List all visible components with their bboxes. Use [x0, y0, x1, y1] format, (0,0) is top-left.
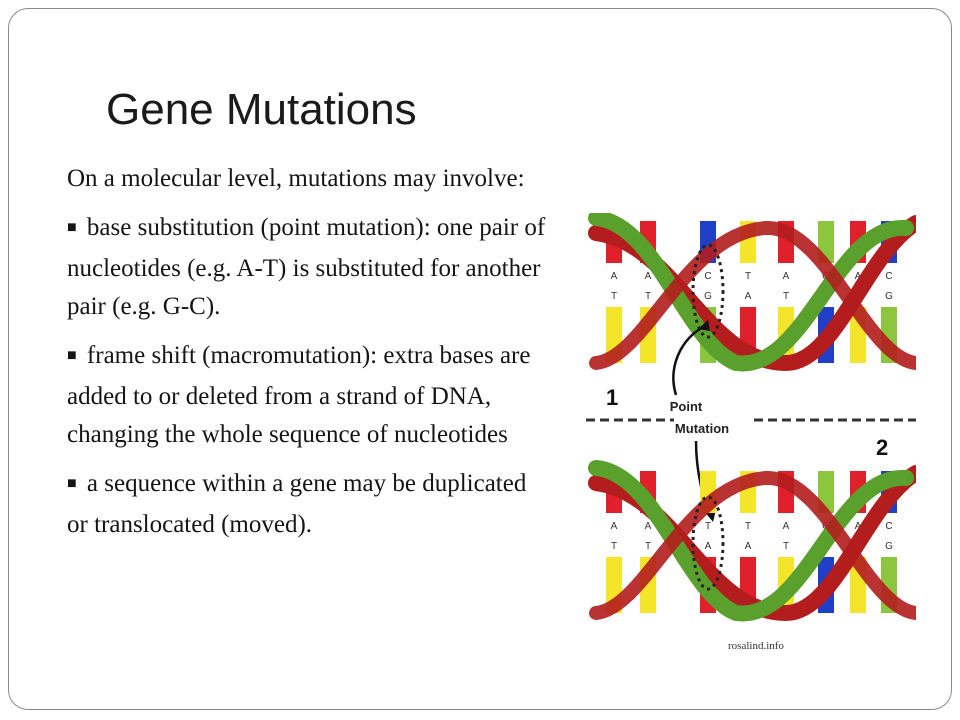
- bottom-base-upper-letter: A: [855, 521, 862, 532]
- mutation-highlight-top: [691, 243, 725, 339]
- annotation-point: Point: [670, 399, 703, 414]
- top-base-lower-letter: T: [645, 291, 651, 302]
- top-base-lower-letter: T: [783, 291, 789, 302]
- bottom-base-lower-letter: T: [645, 541, 651, 552]
- bullet-marker: ■: [67, 219, 77, 236]
- bottom-base-lower-letter: A: [705, 541, 712, 552]
- top-base-lower-letter: T: [611, 291, 617, 302]
- top-base-upper-letter: C: [885, 271, 892, 282]
- bullet-text: base substitution (point mutation): one …: [67, 214, 546, 320]
- bullet-marker: ■: [67, 347, 77, 364]
- bullet-item: ■ base substitution (point mutation): on…: [67, 209, 547, 326]
- slide-title: Gene Mutations: [106, 85, 417, 134]
- top-base-upper-letter: A: [783, 271, 790, 282]
- bullet-marker: ■: [67, 475, 77, 492]
- top-base-lower-letter: A: [745, 291, 752, 302]
- bottom-base-upper-letter: A: [783, 521, 790, 532]
- bottom-base-upper-letter: T: [745, 521, 751, 532]
- image-credit: rosalind.info: [728, 640, 784, 652]
- top-base-upper-letter: T: [745, 271, 751, 282]
- top-base-upper-letter: A: [611, 271, 618, 282]
- bottom-base-upper-letter: T: [705, 521, 711, 532]
- backbone-red-bottom-2: [589, 470, 916, 620]
- bottom-base-upper-letter: C: [885, 521, 892, 532]
- bottom-base-upper-letter: A: [611, 521, 618, 532]
- bottom-base-lower-letter: G: [885, 541, 893, 552]
- intro-text: On a molecular level, mutations may invo…: [67, 165, 525, 192]
- slide-body: On a molecular level, mutations may invo…: [67, 160, 547, 555]
- helix-label-2: 2: [876, 435, 888, 460]
- bullet-text: a sequence within a gene may be duplicat…: [67, 470, 527, 538]
- bullet-item: ■ a sequence within a gene may be duplic…: [67, 465, 547, 544]
- bottom-base-lower-letter: T: [783, 541, 789, 552]
- bottom-base-lower-letter: T: [611, 541, 617, 552]
- bullet-text: frame shift (macromutation): extra bases…: [67, 342, 531, 448]
- bottom-base-lower-letter: A: [745, 541, 752, 552]
- backbone-green-bottom: [588, 460, 914, 622]
- bottom-base-upper-letter: A: [645, 521, 652, 532]
- top-base-upper-letter: C: [704, 271, 711, 282]
- helix-label-1: 1: [606, 385, 618, 410]
- backbone-green-top: [588, 213, 914, 372]
- backbone-red-top-2: [589, 220, 916, 370]
- arrow-head-up: [698, 320, 710, 331]
- top-base-lower-letter: G: [885, 291, 893, 302]
- top-base-upper-letter: A: [645, 271, 652, 282]
- mutation-highlight-bottom: [691, 495, 725, 591]
- annotation-mutation: Mutation: [675, 421, 729, 436]
- top-base-upper-letter: A: [855, 271, 862, 282]
- bullet-item: ■ frame shift (macromutation): extra bas…: [67, 337, 547, 454]
- top-base-lower-letter: G: [704, 291, 712, 302]
